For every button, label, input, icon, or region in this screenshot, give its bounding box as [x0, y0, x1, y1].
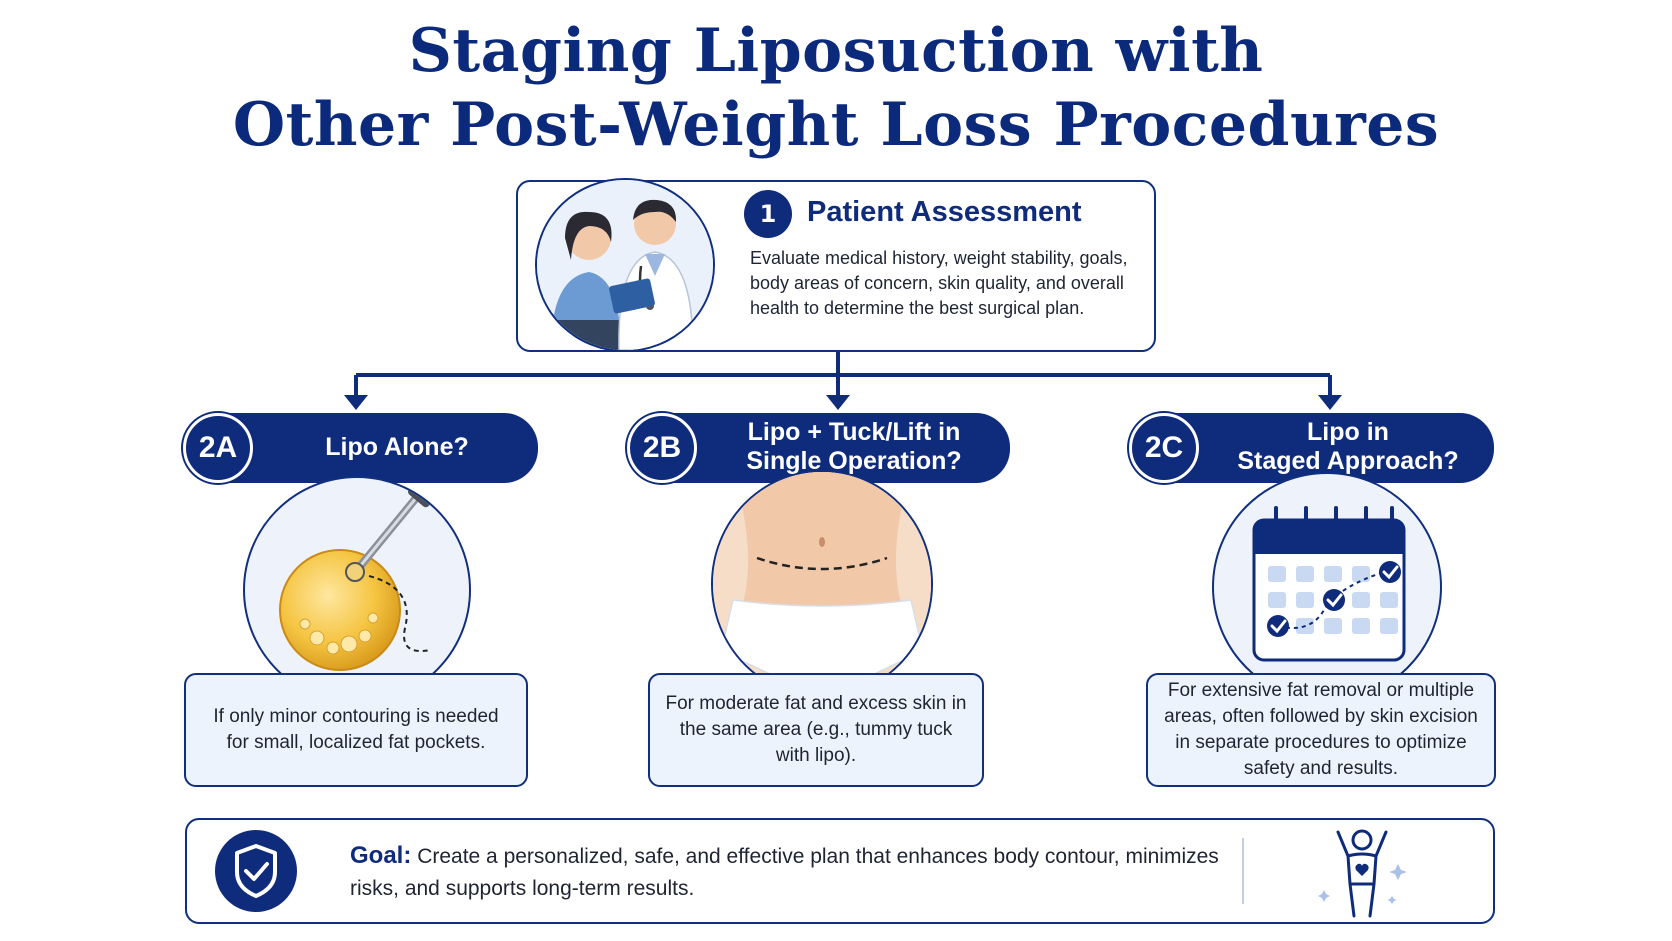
option-2c-description: For extensive fat removal or multiple ar… [1146, 673, 1496, 787]
option-2b-description: For moderate fat and excess skin in the … [648, 673, 984, 787]
option-2a-illustration [243, 476, 471, 704]
goal-text: Create a personalized, safe, and effecti… [350, 845, 1219, 900]
arrow-down-center-icon [826, 395, 850, 410]
goal-divider [1242, 838, 1244, 904]
happy-person-heart-icon [1312, 826, 1412, 920]
option-2a-badge: 2A [183, 413, 253, 483]
option-2b-illustration [711, 470, 933, 698]
option-2c-label: Lipo in Staged Approach? [1237, 418, 1459, 475]
option-2b-badge: 2B [627, 413, 697, 483]
goal-label: Goal: [350, 842, 412, 869]
option-2c-illustration [1212, 472, 1442, 702]
shield-check-icon [215, 830, 297, 912]
option-2b-label: Lipo + Tuck/Lift in Single Operation? [746, 418, 962, 475]
title-line-2: Other Post-Weight Loss Procedures [232, 90, 1440, 160]
title-line-1: Staging Liposuction with [408, 16, 1264, 86]
calendar-checkmarks-icon [1252, 506, 1406, 662]
step-1-badge: 1 [744, 190, 792, 238]
assessment-heading: Patient Assessment [807, 196, 1082, 228]
option-2a-description: If only minor contouring is needed for s… [184, 673, 528, 787]
goal-statement: Goal: Create a personalized, safe, and e… [350, 840, 1220, 905]
option-2c-badge: 2C [1129, 413, 1199, 483]
arrow-down-left-icon [344, 395, 368, 410]
option-2a-label: Lipo Alone? [325, 433, 469, 461]
arrow-down-right-icon [1318, 395, 1342, 410]
goal-banner [185, 818, 1495, 924]
assessment-description: Evaluate medical history, weight stabili… [750, 248, 1128, 318]
doctor-patient-illustration [535, 178, 715, 352]
